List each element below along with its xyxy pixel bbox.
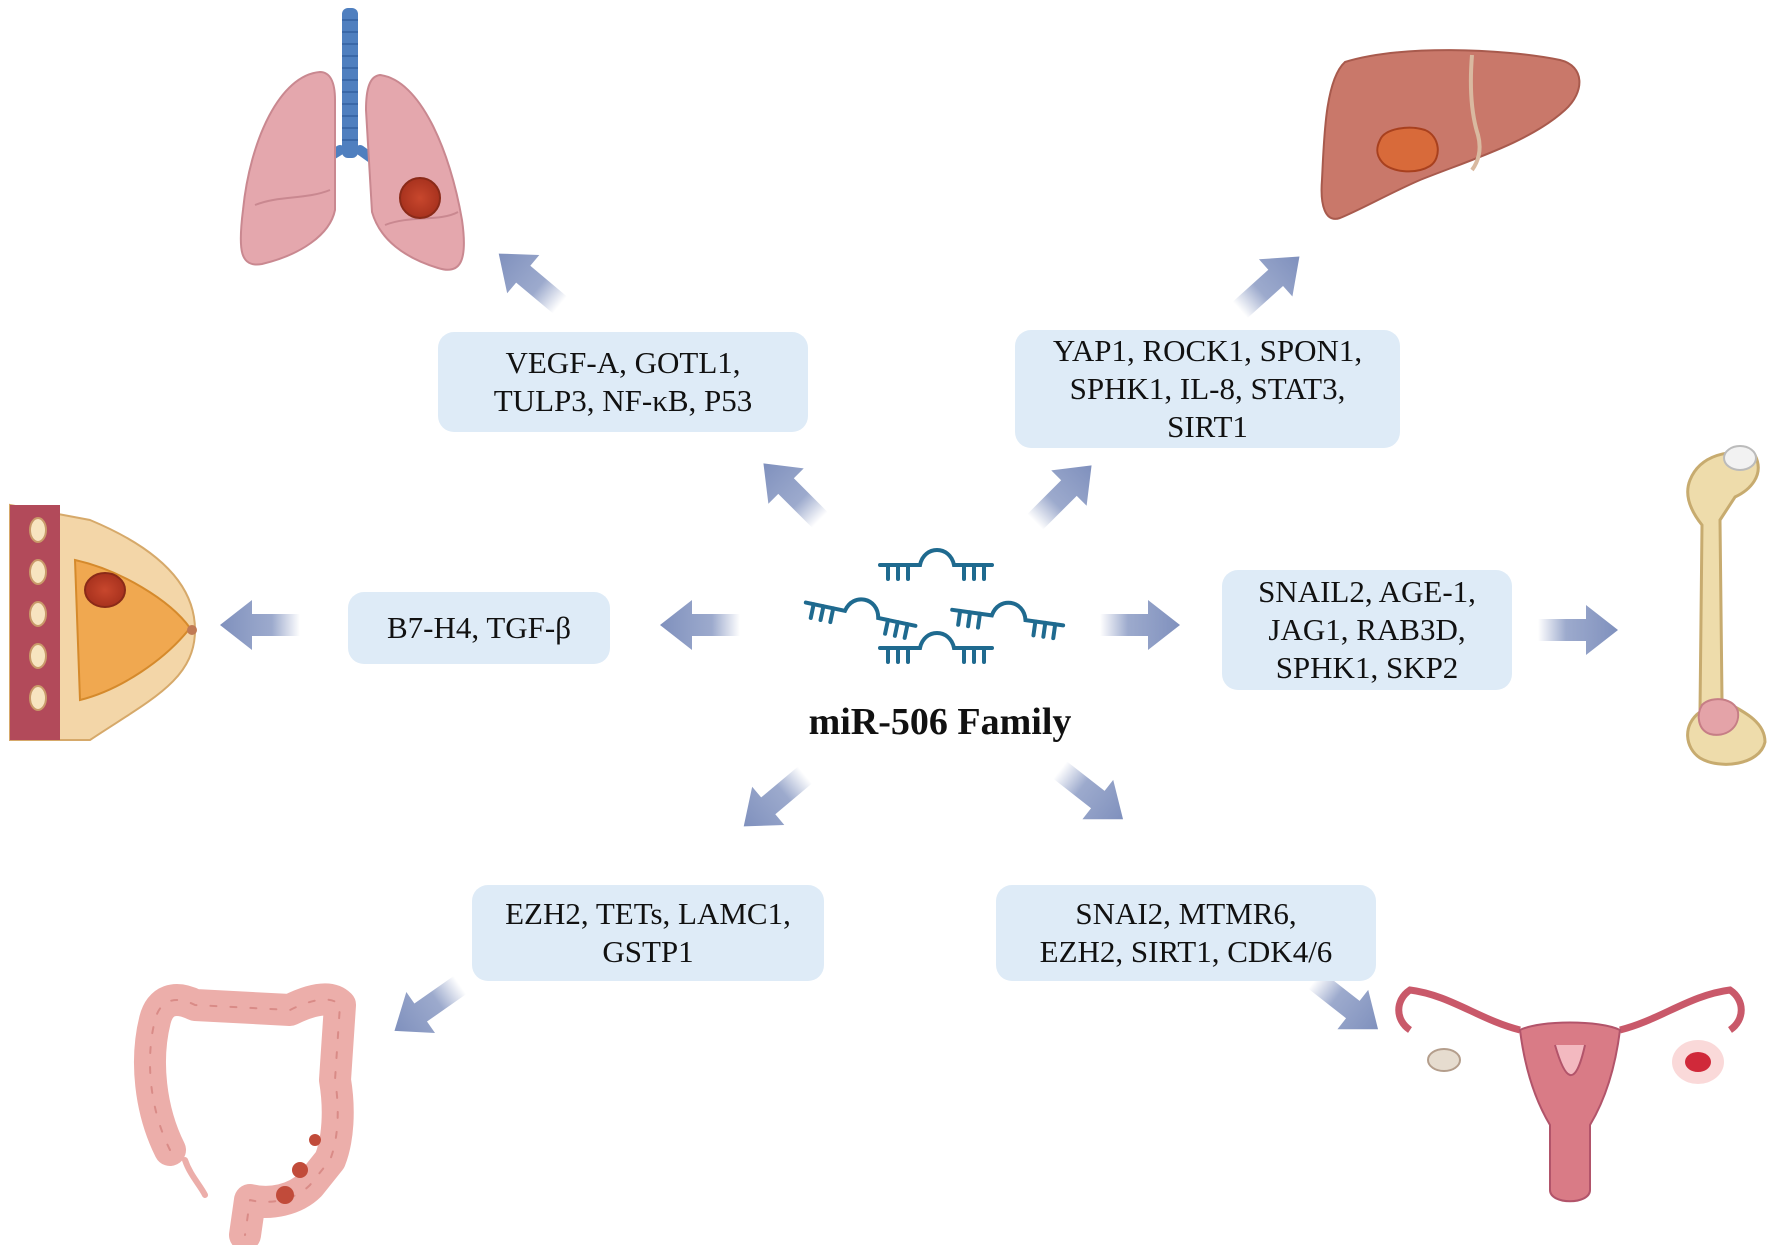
liver-icon bbox=[1320, 49, 1581, 220]
arrow-center-to-liver-box bbox=[1017, 447, 1110, 540]
arrow-center-to-uterus-box bbox=[1044, 750, 1139, 839]
bone-targets-line-2: JAG1, RAB3D, bbox=[1268, 612, 1466, 647]
colon-target-box: EZH2, TETs, LAMC1, GSTP1 bbox=[472, 885, 824, 981]
arrow-center-to-bone-box bbox=[1100, 600, 1180, 650]
mirna-hairpin-icon bbox=[803, 548, 1066, 664]
lung-targets-line-2: TULP3, NF-κB, P53 bbox=[493, 383, 753, 418]
breast-target-box: B7-H4, TGF-β bbox=[348, 592, 610, 664]
colon-targets-line-2: GSTP1 bbox=[602, 934, 694, 969]
arrow-liver-box-to-liver bbox=[1223, 237, 1317, 329]
bone-icon bbox=[1686, 445, 1767, 766]
uterus-target-box: SNAI2, MTMR6, EZH2, SIRT1, CDK4/6 bbox=[996, 885, 1376, 981]
lung-icon bbox=[239, 8, 465, 271]
liver-target-box: YAP1, ROCK1, SPON1, SPHK1, IL-8, STAT3, … bbox=[1015, 330, 1400, 448]
arrow-colon-box-to-colon bbox=[380, 964, 475, 1052]
liver-targets-line-3: SIRT1 bbox=[1167, 409, 1248, 444]
colon-icon bbox=[134, 983, 356, 1245]
arrow-breast-box-to-breast bbox=[220, 600, 300, 650]
liver-targets-line-1: YAP1, ROCK1, SPON1, bbox=[1052, 333, 1363, 368]
arrow-center-to-colon-box bbox=[727, 755, 822, 846]
breast-targets-line-1: B7-H4, TGF-β bbox=[387, 610, 571, 645]
liver-targets-line-2: SPHK1, IL-8, STAT3, bbox=[1069, 371, 1346, 406]
center-title: miR-506 Family bbox=[808, 701, 1072, 743]
arrow-bone-box-to-bone bbox=[1538, 605, 1618, 655]
uterus-targets-line-1: SNAI2, MTMR6, bbox=[1075, 896, 1297, 931]
bone-target-box: SNAIL2, AGE-1, JAG1, RAB3D, SPHK1, SKP2 bbox=[1222, 570, 1512, 690]
colon-targets-line-1: EZH2, TETs, LAMC1, bbox=[505, 896, 791, 931]
arrow-center-to-lung-box bbox=[745, 445, 838, 538]
bone-targets-line-3: SPHK1, SKP2 bbox=[1275, 650, 1459, 685]
lung-target-box: VEGF-A, GOTL1, TULP3, NF-κB, P53 bbox=[438, 332, 808, 432]
uterus-ovary-icon bbox=[1395, 986, 1745, 1203]
arrow-center-to-breast-box bbox=[660, 600, 740, 650]
uterus-targets-line-2: EZH2, SIRT1, CDK4/6 bbox=[1039, 934, 1333, 969]
breast-icon bbox=[9, 503, 197, 741]
bone-targets-line-1: SNAIL2, AGE-1, bbox=[1258, 574, 1476, 609]
lung-targets-line-1: VEGF-A, GOTL1, bbox=[505, 345, 741, 380]
arrow-lung-box-to-lung bbox=[482, 234, 577, 325]
